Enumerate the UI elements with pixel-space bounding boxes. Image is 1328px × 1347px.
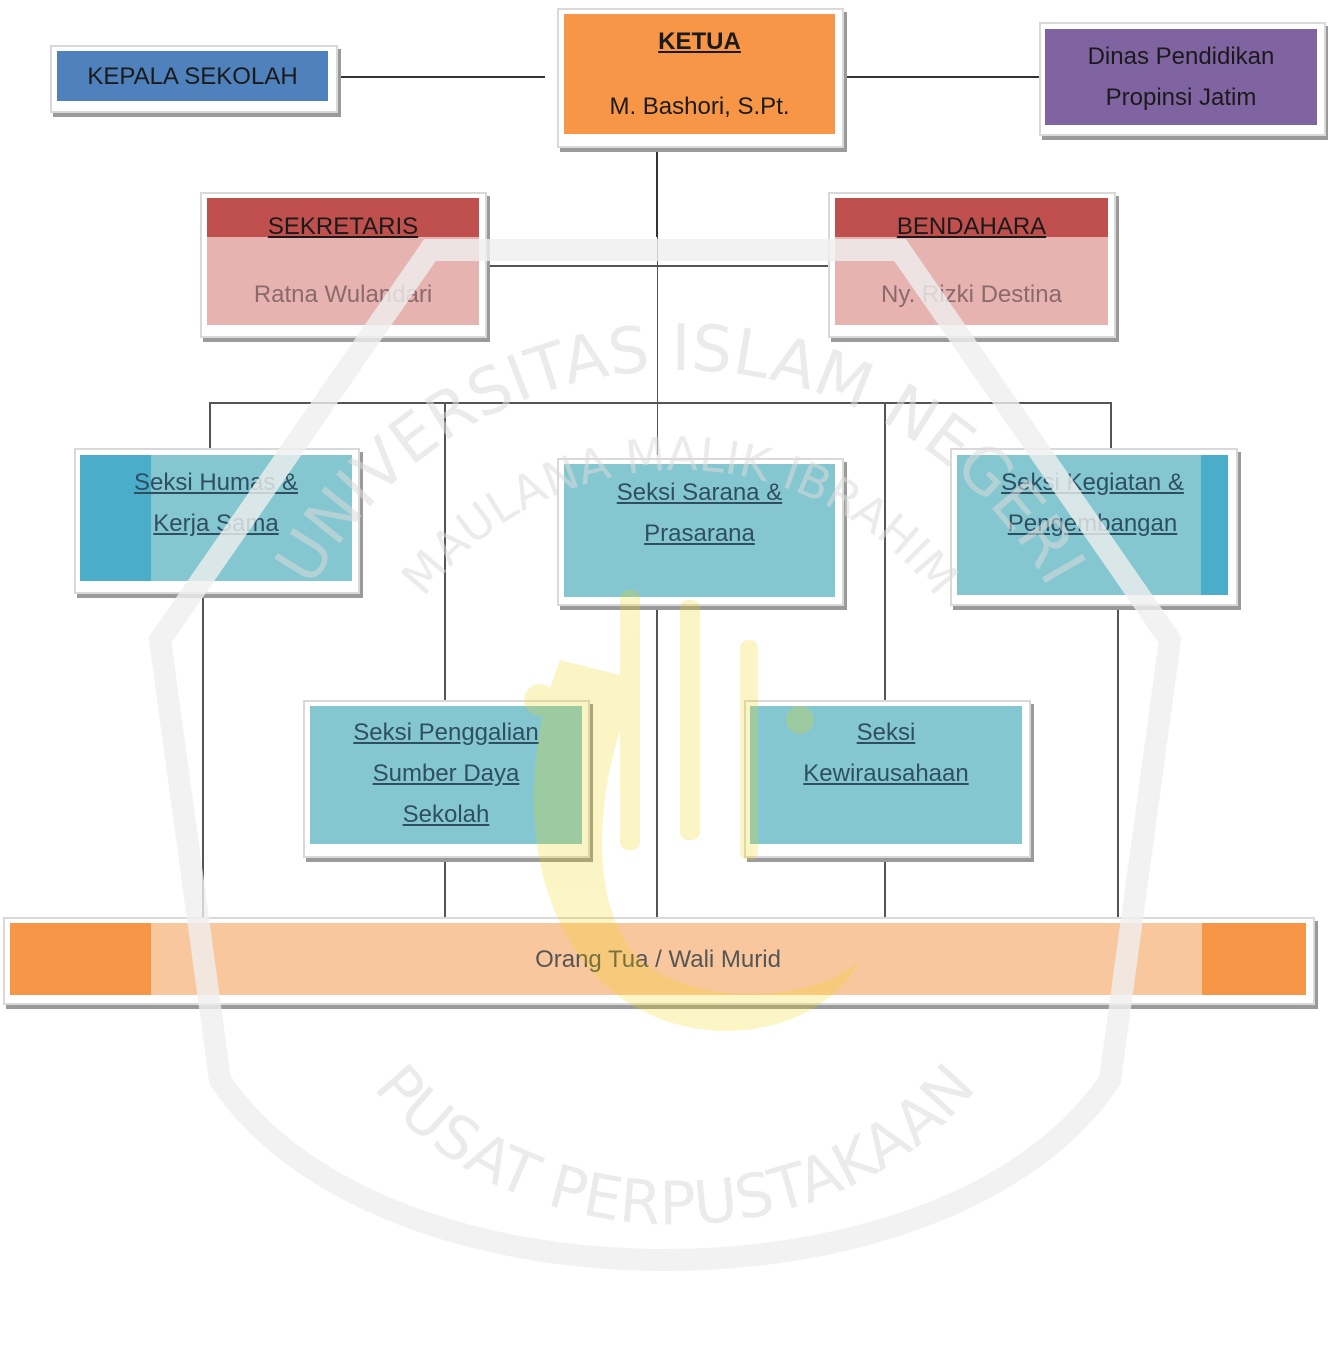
sekretaris-title: SEKRETARIS [267, 213, 419, 240]
connector-sarana-ortu [656, 608, 658, 920]
connector-humas-ortu [202, 598, 204, 920]
ketua-box: KETUA M. Bashori, S.Pt. [564, 14, 835, 134]
penggalian-box: Seksi Penggalian Sumber Daya Sekolah [310, 706, 582, 844]
connector-penggalian-ortu [444, 858, 446, 920]
dinas-line1: Dinas Pendidikan [1087, 43, 1275, 70]
sekretaris-header [207, 198, 479, 238]
connector-ketua-dinas [832, 76, 1044, 78]
seal-text-bottom: PUSAT PERPUSTAKAAN [361, 1051, 988, 1239]
connector-kewirausahaan-drop [884, 402, 886, 702]
bendahara-box: BENDAHARA Ny. Rizki Destina [835, 198, 1108, 325]
kepala-sekolah-label: KEPALA SEKOLAH [87, 62, 298, 90]
penggalian-line1: Seksi Penggalian [353, 719, 539, 746]
connector-penggalian-drop [444, 402, 446, 702]
kewirausahaan-line1: Seksi [856, 719, 916, 746]
svg-text:MAULANA MALIK IBRAHIM: MAULANA MALIK IBRAHIM [391, 427, 969, 605]
connector-humas-drop [209, 402, 211, 455]
sarana-line1: Seksi Sarana & [616, 479, 783, 506]
connector-kegiatan-ortu [1117, 608, 1119, 920]
kewirausahaan-box: Seksi Kewirausahaan [750, 706, 1022, 844]
connector-kewirausahaan-ortu [884, 858, 886, 920]
connector-seksi-horizontal [209, 402, 1112, 404]
ortu-body [151, 923, 1203, 995]
connector-kegiatan-drop [1110, 402, 1112, 455]
svg-text:PUSAT PERPUSTAKAAN: PUSAT PERPUSTAKAAN [361, 1051, 988, 1239]
connector-kepala-ketua [333, 76, 545, 78]
kepala-sekolah-box: KEPALA SEKOLAH [57, 51, 328, 101]
ortu-right-accent [1202, 923, 1306, 995]
seal-outline [148, 239, 1182, 1271]
dinas-box: Dinas Pendidikan Propinsi Jatim [1045, 29, 1317, 125]
seal-text-middle: MAULANA MALIK IBRAHIM [391, 427, 969, 605]
ortu-left-accent [10, 923, 152, 995]
calligraphy-emblem [524, 590, 860, 1031]
penggalian-line3: Sekolah [402, 801, 490, 828]
ortu-label: Orang Tua / Wali Murid [535, 945, 781, 973]
kegiatan-accent [1201, 455, 1228, 595]
ortu-box: Orang Tua / Wali Murid [10, 923, 1306, 995]
bendahara-name: Ny. Rizki Destina [881, 281, 1062, 308]
connector-sekretaris-bendahara [483, 265, 831, 267]
humas-accent [80, 455, 152, 581]
kegiatan-line1: Seksi Kegiatan & [1001, 469, 1184, 496]
sarana-line2: Prasarana [644, 520, 755, 547]
bendahara-title: BENDAHARA [896, 213, 1047, 240]
connector-ketua-down [656, 140, 658, 237]
penggalian-line2: Sumber Daya [372, 760, 520, 787]
bendahara-header [835, 198, 1108, 238]
ketua-title: KETUA [658, 28, 741, 55]
kewirausahaan-line2: Kewirausahaan [803, 760, 969, 787]
dinas-line2: Propinsi Jatim [1105, 84, 1257, 111]
sarana-box: Seksi Sarana & Prasarana [564, 464, 835, 597]
ketua-name: M. Bashori, S.Pt. [609, 93, 790, 120]
connector-trunk [657, 237, 658, 455]
